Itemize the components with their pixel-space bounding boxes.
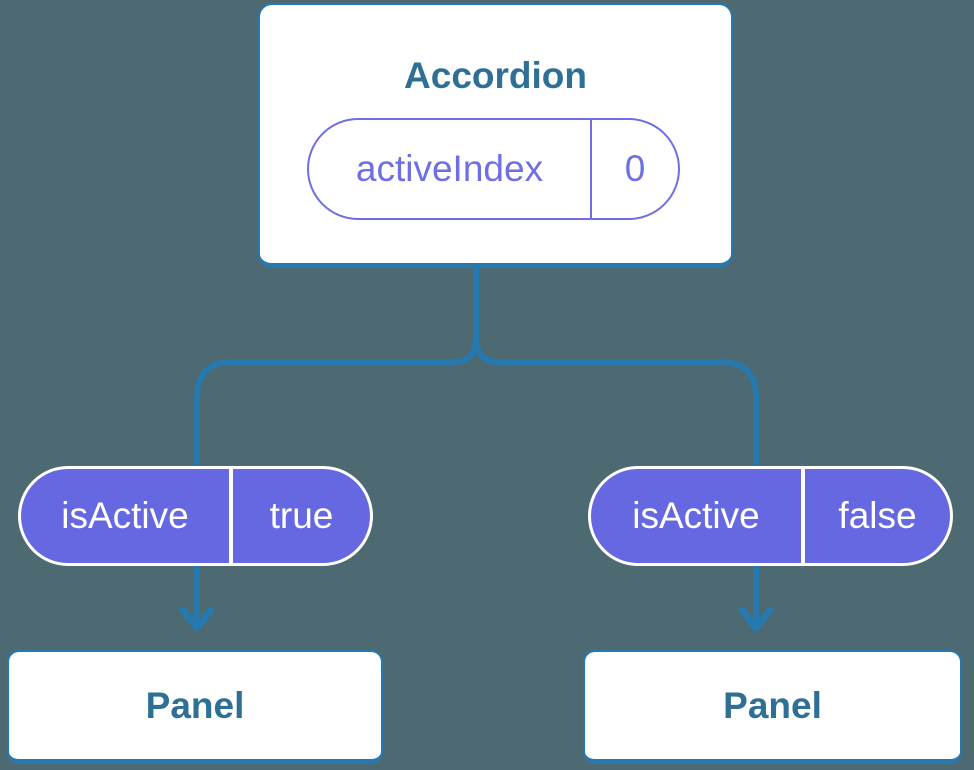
state-name: activeIndex [355, 148, 544, 189]
node-panel-left: Panel [7, 650, 383, 764]
prop-value: true [269, 495, 334, 536]
arrow-down-icon [738, 606, 774, 632]
prop-pill-isactive-left: isActive true [18, 466, 373, 566]
pill-divider [590, 120, 592, 218]
prop-name: isActive [61, 495, 189, 536]
node-accordion: Accordion activeIndex 0 [258, 3, 733, 268]
state-value: 0 [624, 148, 646, 189]
prop-name: isActive [632, 495, 760, 536]
state-pill-activeindex: activeIndex 0 [307, 118, 680, 220]
connector-branch-right [473, 337, 759, 624]
node-panel-right: Panel [583, 650, 962, 764]
pill-divider [801, 469, 805, 563]
pill-divider [229, 469, 233, 563]
connector-branch-left [194, 262, 479, 624]
node-panel-title: Panel [145, 684, 245, 726]
prop-pill-isactive-right: isActive false [588, 466, 953, 566]
node-panel-title: Panel [723, 684, 822, 726]
prop-value: false [838, 495, 917, 536]
node-accordion-title: Accordion [404, 55, 587, 96]
arrow-down-icon [179, 606, 215, 632]
